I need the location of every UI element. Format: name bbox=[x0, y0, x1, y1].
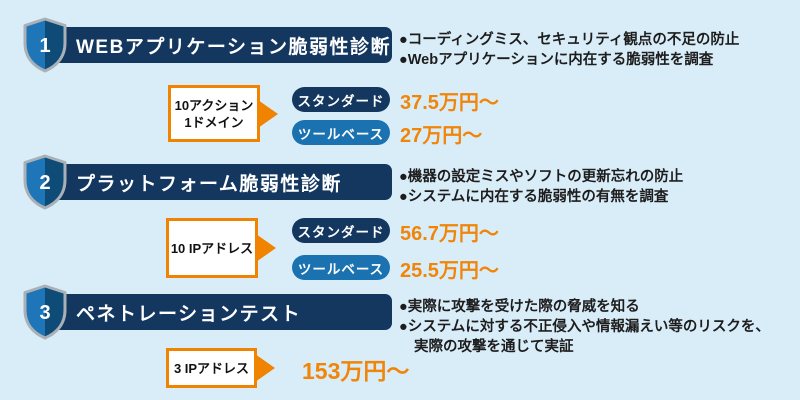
section-2-title: プラットフォーム脆弱性診断 bbox=[76, 173, 342, 195]
bullet-text: ●システムに内在する脆弱性の有無を調査 bbox=[399, 189, 669, 205]
scope-line: 1ドメイン bbox=[184, 114, 244, 130]
shield-1-icon: 1 bbox=[21, 17, 69, 73]
bullet-text: ●実際に攻撃を受けた際の脅威を知る bbox=[399, 299, 640, 315]
plan-badge-toolbase: ツールベース bbox=[292, 255, 390, 280]
section-3-header-bar: ペネトレーションテスト bbox=[30, 294, 392, 330]
plan-price: 27万円〜 bbox=[400, 125, 483, 147]
plan-price: 56.7万円〜 bbox=[400, 223, 499, 245]
section-1-title: WEBアプリケーション脆弱性診断 bbox=[76, 36, 391, 58]
section-3-scope-callout: 3 IPアドレス bbox=[166, 348, 257, 388]
section-3-number: 3 bbox=[39, 302, 50, 324]
section-1-bullets: ●コーディングミス、セキュリティ観点の不足の防止 ●Webアプリケーションに内在… bbox=[399, 30, 739, 70]
plan-price: 37.5万円〜 bbox=[400, 92, 499, 114]
scope-line: 10アクション bbox=[174, 97, 254, 113]
plan-price: 153万円〜 bbox=[302, 358, 410, 384]
section-1-header-bar: WEBアプリケーション脆弱性診断 bbox=[30, 27, 392, 63]
section-3-bullets: ●実際に攻撃を受けた際の脅威を知る ●システムに対する不正侵入や情報漏えい等のリ… bbox=[399, 297, 770, 357]
plan-badge-standard: スタンダード bbox=[292, 218, 390, 243]
shield-2-icon: 2 bbox=[21, 154, 69, 210]
section-1-scope-callout: 10アクション 1ドメイン bbox=[168, 85, 260, 142]
section-2-bullets: ●機器の設定ミスやソフトの更新忘れの防止 ●システムに内在する脆弱性の有無を調査 bbox=[399, 167, 683, 207]
section-2-number: 2 bbox=[39, 172, 50, 194]
bullet-text: ●コーディングミス、セキュリティ観点の不足の防止 bbox=[399, 32, 740, 48]
shield-3-icon: 3 bbox=[21, 284, 69, 340]
section-3-title: ペネトレーションテスト bbox=[76, 303, 302, 325]
bullet-text: 実際の攻撃を通じて実証 bbox=[414, 339, 574, 355]
section-2-scope-callout: 10 IPアドレス bbox=[166, 218, 258, 278]
bullet-text: ●Webアプリケーションに内在する脆弱性を調査 bbox=[399, 52, 714, 68]
bullet-text: ●システムに対する不正侵入や情報漏えい等のリスクを、 bbox=[399, 319, 770, 335]
scope-line: 10 IPアドレス bbox=[170, 240, 254, 256]
section-2-header-bar: プラットフォーム脆弱性診断 bbox=[30, 164, 392, 200]
bullet-text: ●機器の設定ミスやソフトの更新忘れの防止 bbox=[399, 169, 684, 185]
scope-line: 3 IPアドレス bbox=[173, 360, 250, 376]
plan-badge-standard: スタンダード bbox=[292, 87, 390, 112]
plan-price: 25.5万円〜 bbox=[400, 260, 499, 282]
section-1-number: 1 bbox=[39, 35, 50, 57]
plan-badge-toolbase: ツールベース bbox=[292, 120, 390, 145]
